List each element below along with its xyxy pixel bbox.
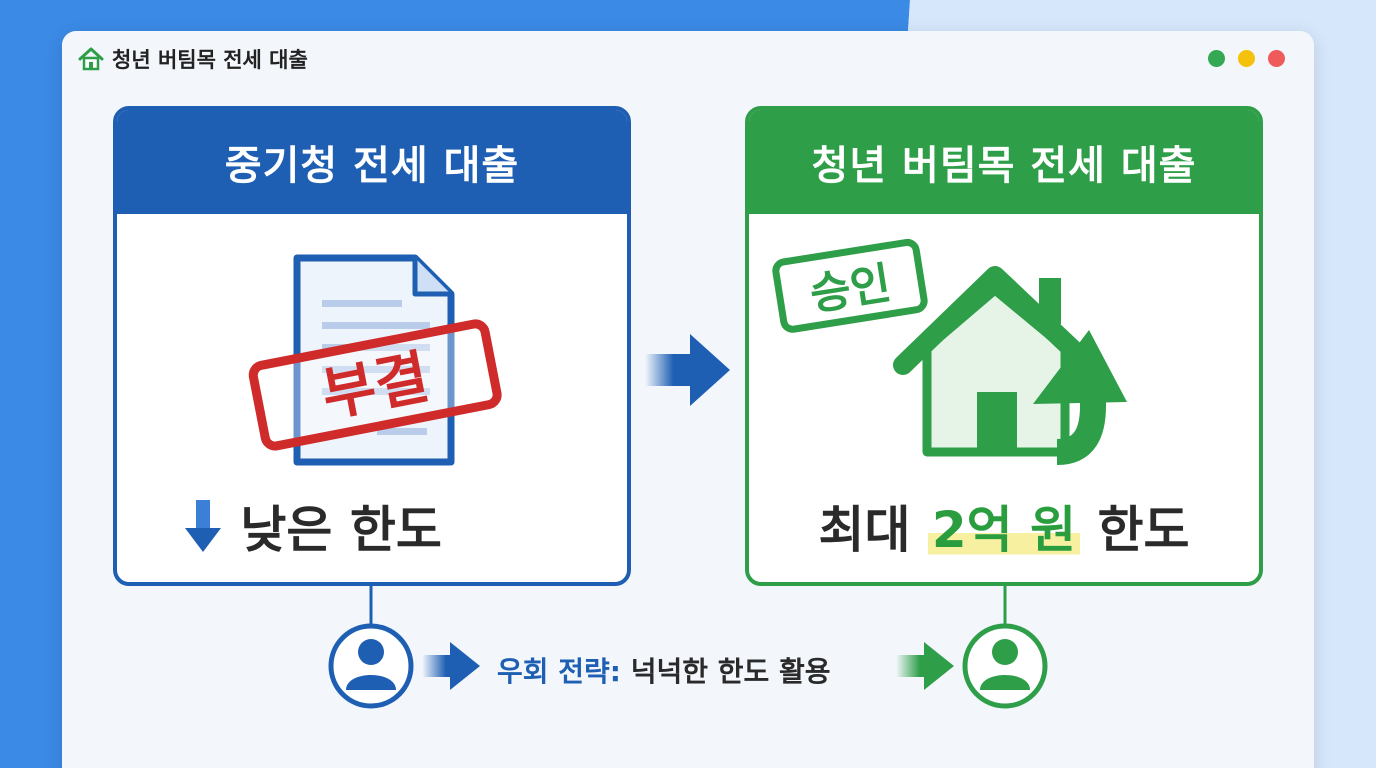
- right-bottom-label: 최대 2억 원 한도: [749, 490, 1259, 562]
- left-card: 중기청 전세 대출 부결 낮은 한도: [113, 106, 631, 586]
- strategy-text: 넉넉한 한도 활용: [630, 655, 831, 688]
- approved-stamp-text: 승인: [807, 258, 895, 321]
- right-bottom-suffix: 한도: [1097, 501, 1190, 559]
- yellow-dot[interactable]: [1238, 50, 1255, 67]
- window-title: 청년 버팀목 전세 대출: [112, 48, 308, 72]
- left-bottom-label: 낮은 한도: [183, 490, 442, 562]
- right-arrow-icon: [645, 334, 730, 406]
- red-dot[interactable]: [1268, 50, 1285, 67]
- approved-stamp: 승인: [772, 238, 928, 333]
- left-bottom-text: 낮은 한도: [240, 501, 442, 559]
- loan-amount-highlight: 2억 원: [927, 501, 1081, 559]
- strategy-caption: 우회 전략: 넉넉한 한도 활용: [497, 650, 831, 690]
- down-arrow-icon: [185, 500, 221, 552]
- right-card-title: 청년 버팀목 전세 대출: [749, 110, 1259, 214]
- window-controls: [1208, 50, 1285, 67]
- strategy-label: 우회 전략:: [497, 655, 621, 688]
- right-bottom-prefix: 최대: [818, 501, 911, 559]
- rejected-stamp: 부결: [248, 319, 502, 451]
- approved-house-illustration: 승인: [772, 238, 1127, 465]
- house-with-up-arrow-icon: [893, 266, 1127, 465]
- window-title-bar: 청년 버팀목 전세 대출: [78, 44, 308, 74]
- rejected-document-illustration: 부결: [248, 254, 502, 466]
- right-card: 청년 버팀목 전세 대출 승인 최대 2억 원 한도: [745, 106, 1263, 586]
- green-dot[interactable]: [1208, 50, 1225, 67]
- house-icon: [78, 47, 104, 71]
- left-card-title: 중기청 전세 대출: [117, 110, 627, 214]
